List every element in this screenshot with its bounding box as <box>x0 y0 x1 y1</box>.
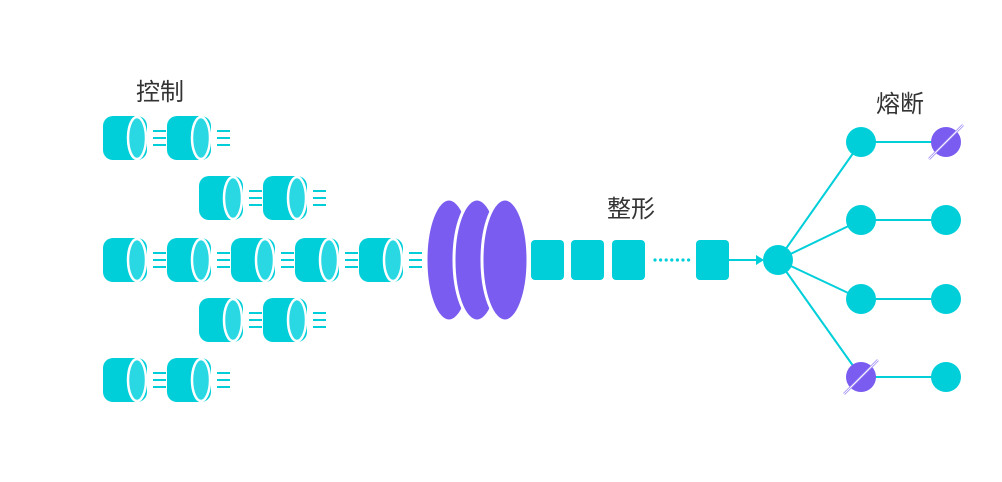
request-packet-icon <box>231 237 294 283</box>
service-node-icon <box>931 362 961 392</box>
service-node-icon <box>846 127 876 157</box>
service-node-icon <box>846 284 876 314</box>
dotted-connector <box>653 258 691 262</box>
shaping-label: 整形 <box>607 195 655 223</box>
request-packet-icon <box>167 237 230 283</box>
bucket-discs-icon <box>424 197 530 323</box>
request-packet-icon <box>167 115 230 161</box>
control-label: 控制 <box>136 78 184 106</box>
request-packet-icon <box>263 297 326 343</box>
branch-line <box>777 219 862 261</box>
request-packet-icon <box>167 357 230 403</box>
hub-node-icon <box>763 245 793 275</box>
broken-node-icon <box>841 357 881 397</box>
queue-item-icon <box>696 240 729 280</box>
request-packet-icon <box>359 237 422 283</box>
queue-item-icon <box>571 240 604 280</box>
queue-item-icon <box>531 240 564 280</box>
request-packet-icon <box>103 237 166 283</box>
broken-node-icon <box>926 122 966 162</box>
queue-item-icon <box>612 240 645 280</box>
service-node-icon <box>846 205 876 235</box>
fuse-label: 熔断 <box>876 90 924 118</box>
service-node-icon <box>931 205 961 235</box>
request-packet-icon <box>263 175 326 221</box>
request-packet-icon <box>103 115 166 161</box>
request-packet-icon <box>199 175 262 221</box>
branch-line <box>777 259 862 378</box>
request-packet-icon <box>199 297 262 343</box>
service-node-icon <box>931 284 961 314</box>
request-packet-icon <box>103 357 166 403</box>
branch-line <box>777 259 862 300</box>
request-packet-icon <box>295 237 358 283</box>
arrow-head-icon <box>756 255 764 265</box>
branch-line <box>777 141 862 261</box>
